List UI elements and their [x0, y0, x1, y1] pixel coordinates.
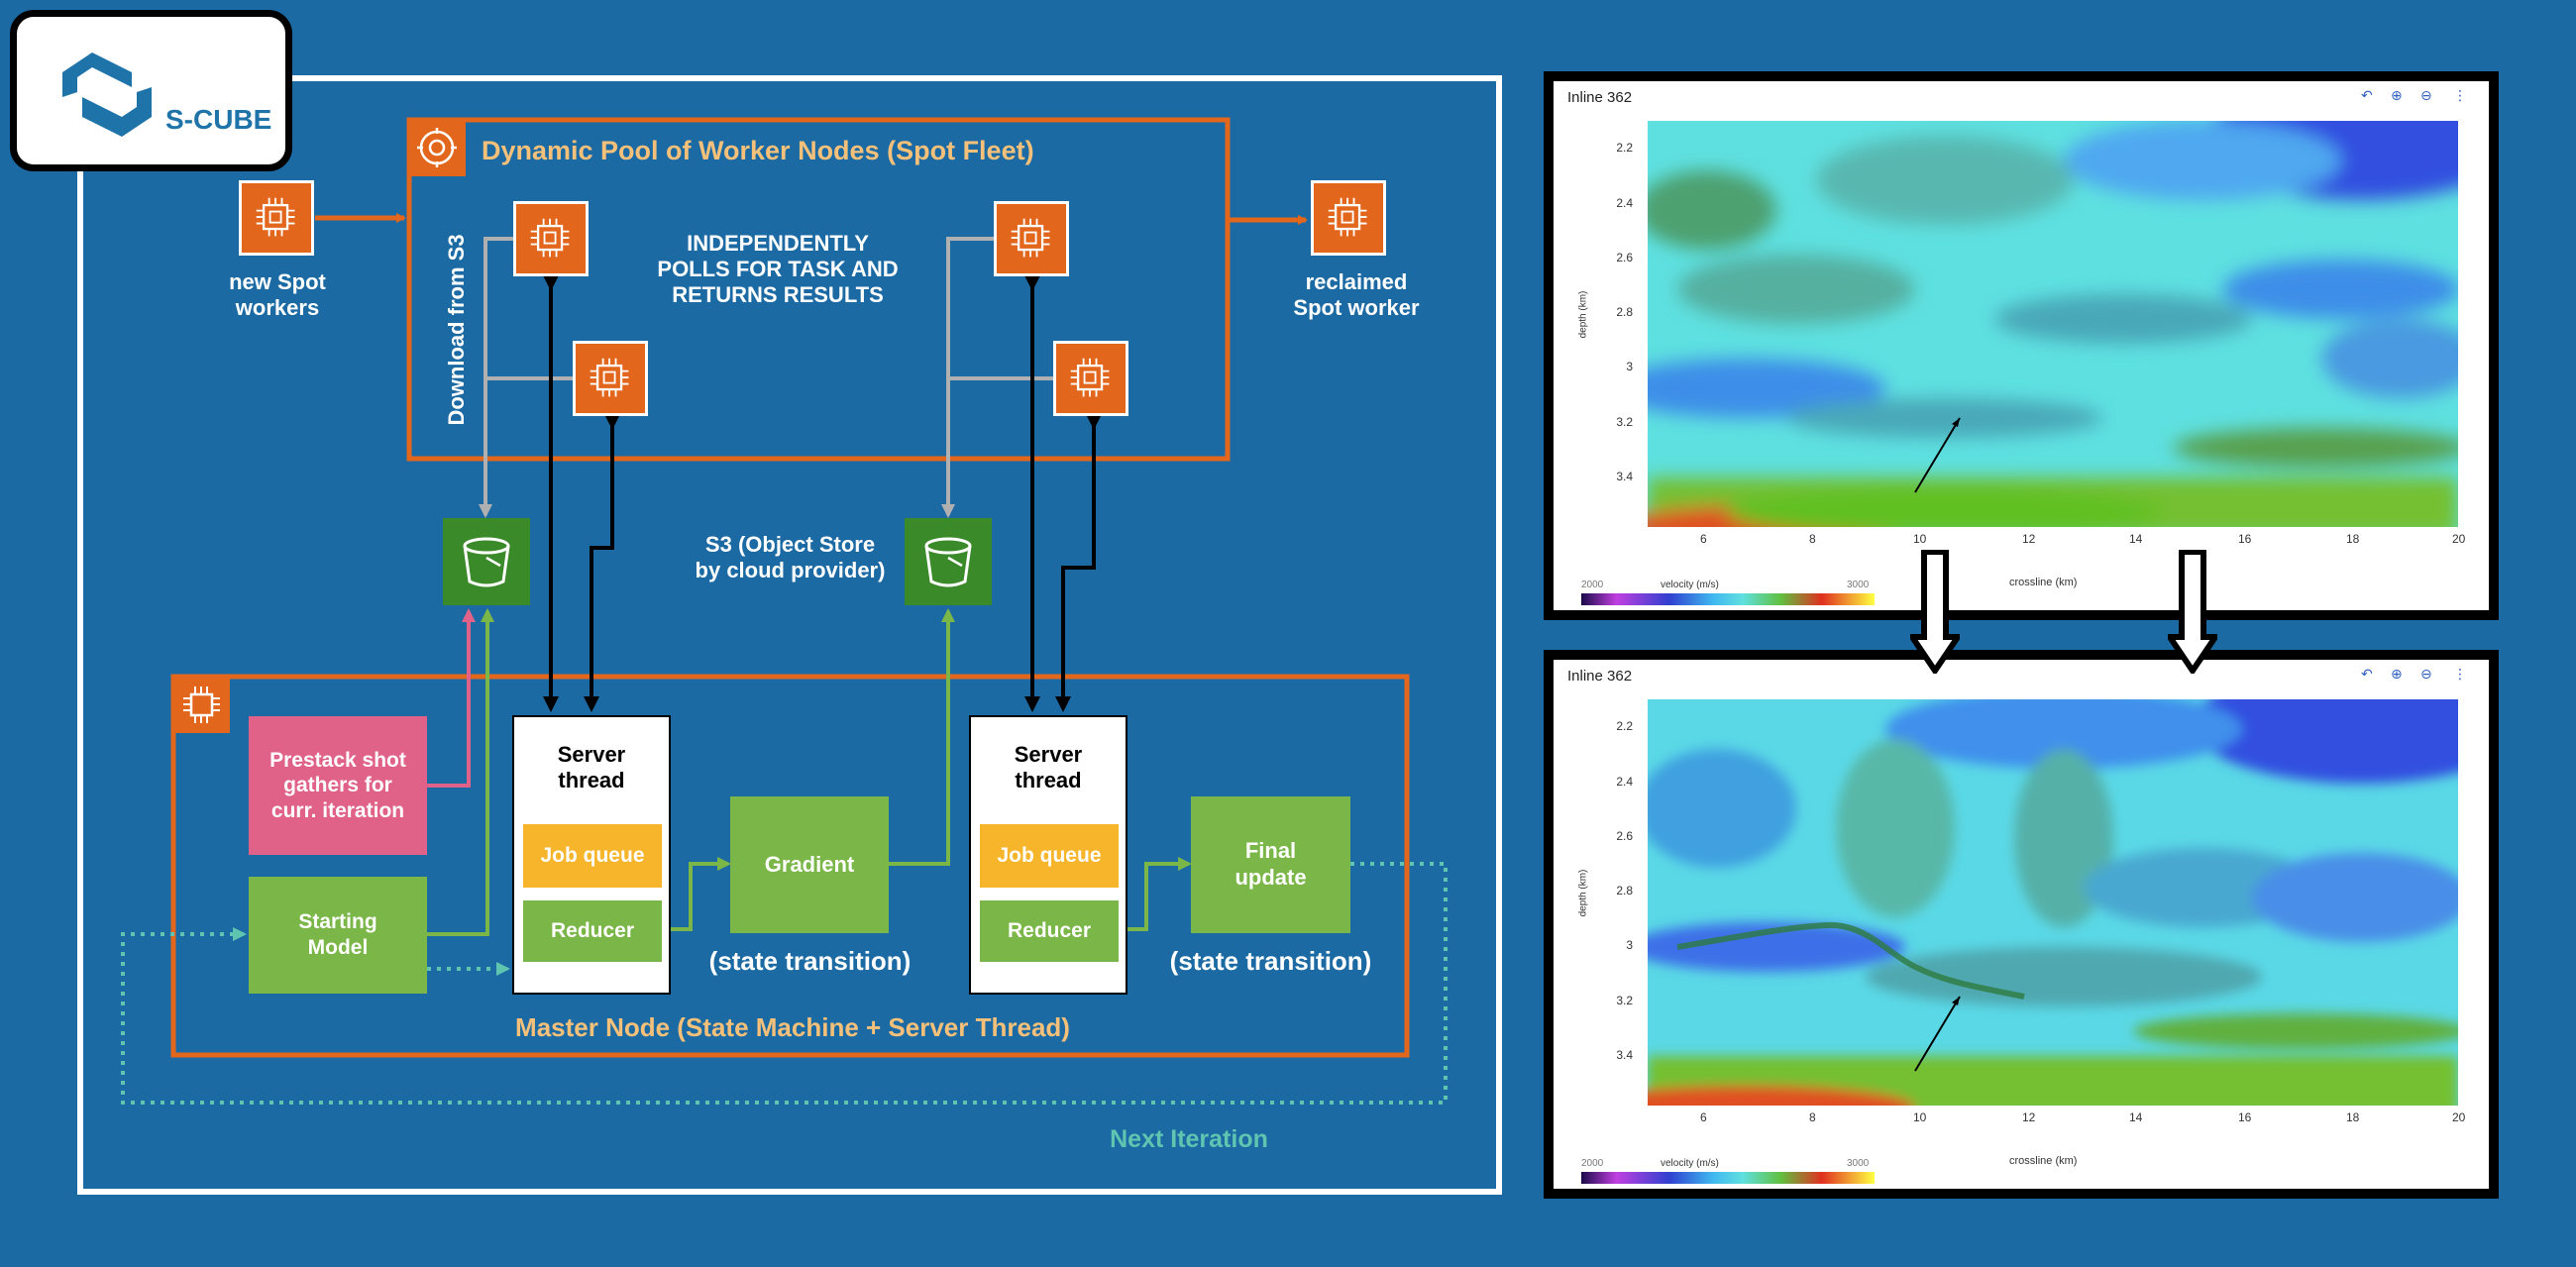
undo-icon[interactable]: ↶: [2361, 87, 2373, 103]
diagram-connectors: [121, 117, 1448, 1105]
y-axis-label: depth (km): [1577, 290, 1589, 339]
y-axis-label: depth (km): [1577, 869, 1589, 917]
y-tick-labels: 2.2 2.4 2.6 2.8 3 3.2 3.4: [1616, 719, 1633, 1062]
logo-text: S-CUBE: [165, 104, 272, 135]
new-spot-worker-chip-icon: [239, 180, 314, 256]
down-arrow-icon: [1910, 550, 1960, 674]
worker-chip-icon: [1053, 341, 1128, 416]
down-arrow-icon: [2168, 550, 2217, 674]
zoom-in-icon[interactable]: ⊕: [2391, 87, 2403, 103]
worker-chip-icon: [994, 201, 1069, 276]
colorbar: [1581, 593, 1875, 605]
reclaimed-worker-chip-icon: [1311, 180, 1386, 256]
worker-pool-title: Dynamic Pool of Worker Nodes (Spot Fleet…: [482, 136, 1034, 165]
job-queue-box: Job queue: [523, 824, 662, 888]
colorbar-label: velocity (m/s): [1661, 580, 1719, 590]
x-axis-label: crossline (km): [2009, 577, 2078, 588]
zoom-in-icon[interactable]: ⊕: [2391, 666, 2403, 682]
plot-title: Inline 362: [1567, 668, 1633, 685]
x-tick-labels: 6 8 10 12 14 16 18 20: [1700, 532, 2466, 546]
colorbar: [1581, 1172, 1875, 1184]
fleet-icon: [409, 120, 466, 176]
velocity-plot-panel-top: Inline 362 ↶ ⊕ ⊖ ⋮: [1544, 71, 2499, 620]
plot-title: Inline 362: [1567, 89, 1633, 106]
colorbar-min: 2000: [1581, 1158, 1604, 1169]
colorbar-min: 2000: [1581, 580, 1604, 590]
zoom-out-icon[interactable]: ⊖: [2420, 87, 2432, 103]
diagram-frame: [77, 75, 1502, 1195]
state-transition-label: (state transition): [1169, 946, 1372, 976]
next-iteration-label: Next Iteration: [1110, 1125, 1268, 1153]
download-from-s3-label: Download from S3: [444, 234, 470, 426]
colorbar-max: 3000: [1847, 1158, 1870, 1169]
worker-chip-icon: [513, 201, 589, 276]
x-axis-label: crossline (km): [2009, 1155, 2078, 1167]
velocity-heatmap: [1648, 121, 2458, 527]
colorbar-label: velocity (m/s): [1661, 1158, 1719, 1169]
independently-polls-label: INDEPENDENTLY POLLS FOR TASK AND RETURNS…: [657, 231, 899, 307]
state-transition-label: (state transition): [708, 946, 912, 976]
reducer-box: Reducer: [980, 900, 1119, 962]
x-tick-labels: 6 8 10 12 14 16 18 20: [1700, 1110, 2466, 1124]
more-icon[interactable]: ⋮: [2453, 87, 2467, 103]
master-chip-icon: [173, 677, 230, 733]
undo-icon[interactable]: ↶: [2361, 666, 2373, 682]
velocity-heatmap: [1648, 699, 2458, 1106]
y-tick-labels: 2.2 2.4 2.6 2.8 3 3.2 3.4: [1616, 141, 1633, 483]
more-icon[interactable]: ⋮: [2453, 666, 2467, 682]
s3-bucket-icon: [443, 518, 530, 605]
velocity-plot-panel-bottom: Inline 362 ↶ ⊕ ⊖ ⋮: [1544, 650, 2499, 1199]
zoom-out-icon[interactable]: ⊖: [2420, 666, 2432, 682]
reducer-box: Reducer: [523, 900, 662, 962]
logo: S-CUBE: [10, 10, 292, 171]
worker-chip-icon: [573, 341, 648, 416]
job-queue-box: Job queue: [980, 824, 1119, 888]
s-cube-icon: [62, 53, 152, 137]
gradient-box: Gradient: [730, 796, 889, 933]
colorbar-max: 3000: [1847, 580, 1870, 590]
s3-bucket-icon: [905, 518, 992, 605]
master-node-title: Master Node (State Machine + Server Thre…: [515, 1012, 1070, 1042]
